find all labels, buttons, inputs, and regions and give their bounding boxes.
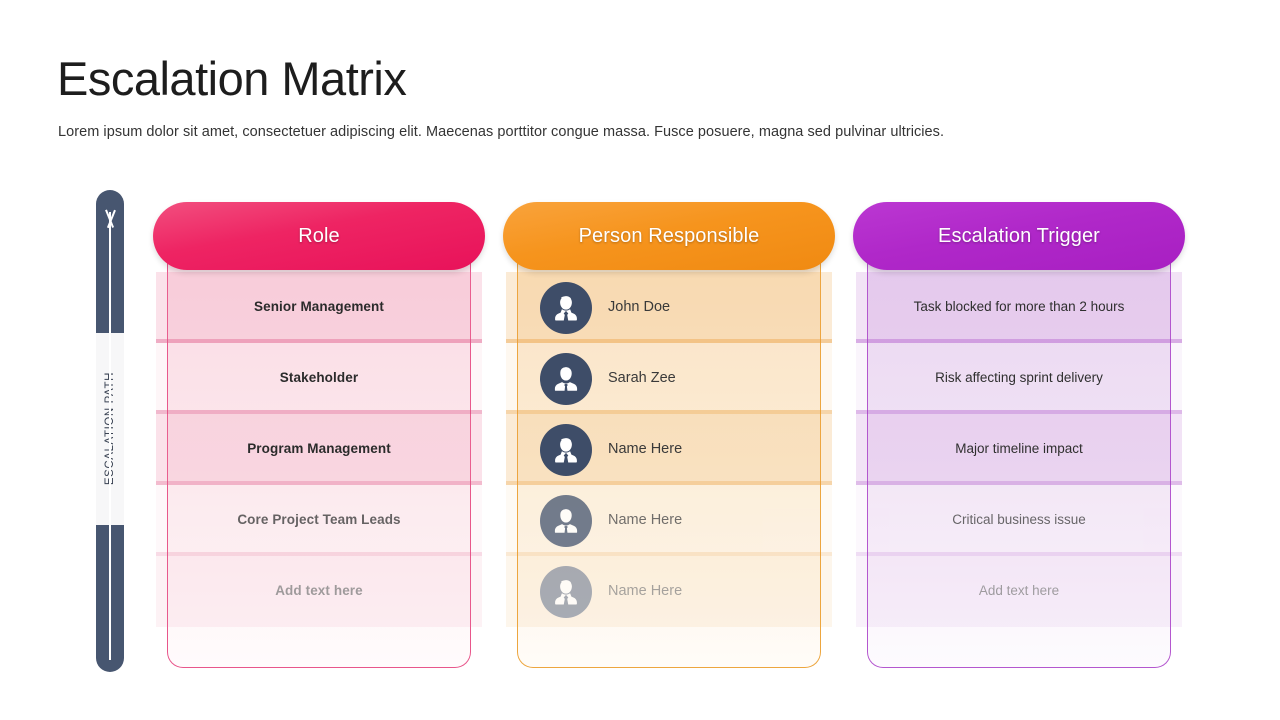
table-row[interactable]: Program Management — [156, 410, 482, 485]
row-separator — [156, 410, 482, 414]
user-female-avatar-icon — [540, 423, 592, 476]
table-row[interactable]: Senior Management — [156, 272, 482, 343]
row-label: Senior Management — [254, 299, 384, 315]
table-row[interactable]: Risk affecting sprint delivery — [856, 339, 1182, 414]
row-separator — [856, 552, 1182, 556]
column-header-label: Role — [298, 224, 340, 247]
row-label: John Doe — [608, 298, 671, 315]
table-row[interactable]: Stakeholder — [156, 339, 482, 414]
table-row[interactable]: Critical business issue — [856, 481, 1182, 556]
row-separator — [856, 410, 1182, 414]
row-separator — [506, 339, 832, 343]
table-row[interactable]: Name Here — [506, 481, 832, 556]
column-rows-escalation-trigger: Task blocked for more than 2 hours Risk … — [856, 272, 1182, 652]
row-label: Core Project Team Leads — [237, 512, 401, 528]
column-escalation-trigger: Escalation Trigger Task blocked for more… — [853, 202, 1185, 668]
row-label: Add text here — [978, 583, 1060, 599]
column-role: Role Senior Management Stakeholder Progr… — [153, 202, 485, 668]
row-label: Name Here — [608, 440, 683, 457]
column-header-person-responsible[interactable]: Person Responsible — [503, 202, 835, 270]
row-label: Sarah Zee — [608, 369, 676, 386]
row-label: Major timeline impact — [955, 441, 1083, 457]
column-header-role[interactable]: Role — [153, 202, 485, 270]
table-row[interactable]: Sarah Zee — [506, 339, 832, 414]
row-separator — [156, 552, 482, 556]
row-label: Stakeholder — [279, 370, 359, 386]
user-male-avatar-icon — [540, 494, 592, 547]
arrow-shaft-icon — [109, 212, 111, 660]
row-separator — [506, 410, 832, 414]
table-row[interactable]: Add text here — [856, 552, 1182, 627]
user-male-avatar-icon — [540, 352, 592, 405]
column-header-escalation-trigger[interactable]: Escalation Trigger — [853, 202, 1185, 270]
table-row[interactable]: John Doe — [506, 272, 832, 343]
column-rows-person-responsible: John Doe Sarah Zee — [506, 272, 832, 652]
column-body-person-responsible: John Doe Sarah Zee — [506, 258, 832, 668]
user-female-avatar-icon — [540, 281, 592, 334]
column-body-escalation-trigger: Task blocked for more than 2 hours Risk … — [856, 258, 1182, 668]
column-rows-role: Senior Management Stakeholder Program Ma… — [156, 272, 482, 652]
escalation-path-bar: ESCALATION PATH — [96, 190, 124, 672]
row-label: Critical business issue — [952, 512, 1086, 528]
user-female-avatar-icon — [540, 565, 592, 618]
table-row[interactable]: Name Here — [506, 552, 832, 627]
table-row[interactable]: Core Project Team Leads — [156, 481, 482, 556]
row-label: Risk affecting sprint delivery — [935, 370, 1103, 386]
arrow-up-icon — [102, 210, 119, 227]
table-row[interactable]: Major timeline impact — [856, 410, 1182, 485]
row-label: Task blocked for more than 2 hours — [913, 299, 1125, 315]
row-separator — [856, 339, 1182, 343]
row-separator — [856, 481, 1182, 485]
row-label: Program Management — [247, 441, 391, 457]
row-label: Add text here — [275, 583, 363, 599]
page-title: Escalation Matrix — [57, 52, 407, 105]
row-separator — [506, 481, 832, 485]
table-row[interactable]: Task blocked for more than 2 hours — [856, 272, 1182, 343]
column-person-responsible: Person Responsible John Doe — [503, 202, 835, 668]
row-separator — [506, 552, 832, 556]
column-header-label: Escalation Trigger — [938, 224, 1100, 247]
column-header-label: Person Responsible — [578, 224, 760, 247]
page-subtitle: Lorem ipsum dolor sit amet, consectetuer… — [58, 124, 945, 140]
row-separator — [156, 481, 482, 485]
row-label: Name Here — [608, 582, 683, 599]
row-separator — [156, 339, 482, 343]
column-body-role: Senior Management Stakeholder Program Ma… — [156, 258, 482, 668]
table-row[interactable]: Name Here — [506, 410, 832, 485]
row-label: Name Here — [608, 511, 683, 528]
table-row[interactable]: Add text here — [156, 552, 482, 627]
